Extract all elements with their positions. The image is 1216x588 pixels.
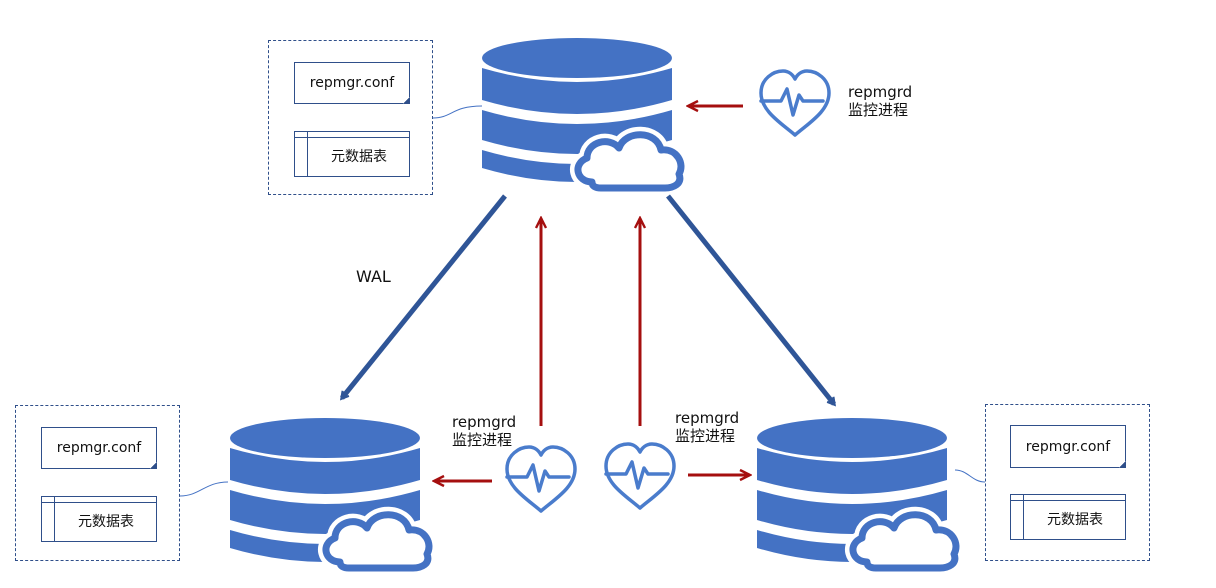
config-file-label: repmgr.conf bbox=[309, 75, 395, 91]
monitor-name: repmgrd bbox=[848, 83, 913, 101]
heart-pulse-icon bbox=[759, 69, 831, 137]
config-file-label: repmgr.conf bbox=[56, 440, 142, 456]
table-column-line bbox=[54, 497, 55, 541]
heart-pulse-icon bbox=[505, 445, 577, 513]
monitor-desc: 监控进程 bbox=[675, 427, 736, 445]
primary-monitor-label: repmgrd 监控进程 bbox=[848, 83, 912, 119]
primary-database-icon bbox=[482, 38, 681, 188]
metadata-table-label: 元数据表 bbox=[1047, 512, 1103, 528]
table-column-line bbox=[307, 132, 308, 176]
metadata-table-label: 元数据表 bbox=[78, 514, 134, 530]
standby-right-meta-box: repmgr.conf 元数据表 bbox=[985, 404, 1150, 561]
monitor-desc: 监控进程 bbox=[848, 101, 909, 119]
table-header-line bbox=[42, 502, 156, 503]
table-header-line bbox=[1011, 500, 1125, 501]
primary-config-file: repmgr.conf bbox=[294, 62, 410, 104]
monitor-name: repmgrd bbox=[452, 413, 517, 431]
standby-right-monitor-label: repmgrd 监控进程 bbox=[675, 409, 739, 445]
wal-arrow-to-right bbox=[666, 194, 834, 404]
standby-right-metadata-table: 元数据表 bbox=[1010, 494, 1126, 540]
primary-metadata-table: 元数据表 bbox=[294, 131, 410, 177]
standby-right-database-icon bbox=[757, 418, 956, 568]
standby-left-meta-box: repmgr.conf 元数据表 bbox=[15, 405, 180, 561]
metadata-table-label: 元数据表 bbox=[331, 149, 387, 165]
primary-meta-connector bbox=[432, 105, 483, 119]
wal-label: WAL bbox=[356, 267, 391, 286]
wal-arrow-to-left bbox=[342, 194, 507, 398]
monitor-name: repmgrd bbox=[675, 409, 740, 427]
standby-left-config-file: repmgr.conf bbox=[41, 427, 157, 469]
primary-meta-box: repmgr.conf 元数据表 bbox=[268, 40, 433, 195]
left-meta-connector bbox=[179, 481, 229, 497]
standby-left-database-icon bbox=[230, 418, 429, 568]
table-column-line bbox=[1023, 495, 1024, 539]
right-meta-connector bbox=[954, 469, 986, 483]
monitor-desc: 监控进程 bbox=[452, 431, 513, 449]
standby-left-monitor-label: repmgrd 监控进程 bbox=[452, 413, 516, 449]
table-header-line bbox=[295, 137, 409, 138]
standby-right-config-file: repmgr.conf bbox=[1010, 425, 1126, 468]
standby-left-metadata-table: 元数据表 bbox=[41, 496, 157, 542]
config-file-label: repmgr.conf bbox=[1025, 438, 1111, 455]
heart-pulse-icon bbox=[604, 442, 676, 510]
